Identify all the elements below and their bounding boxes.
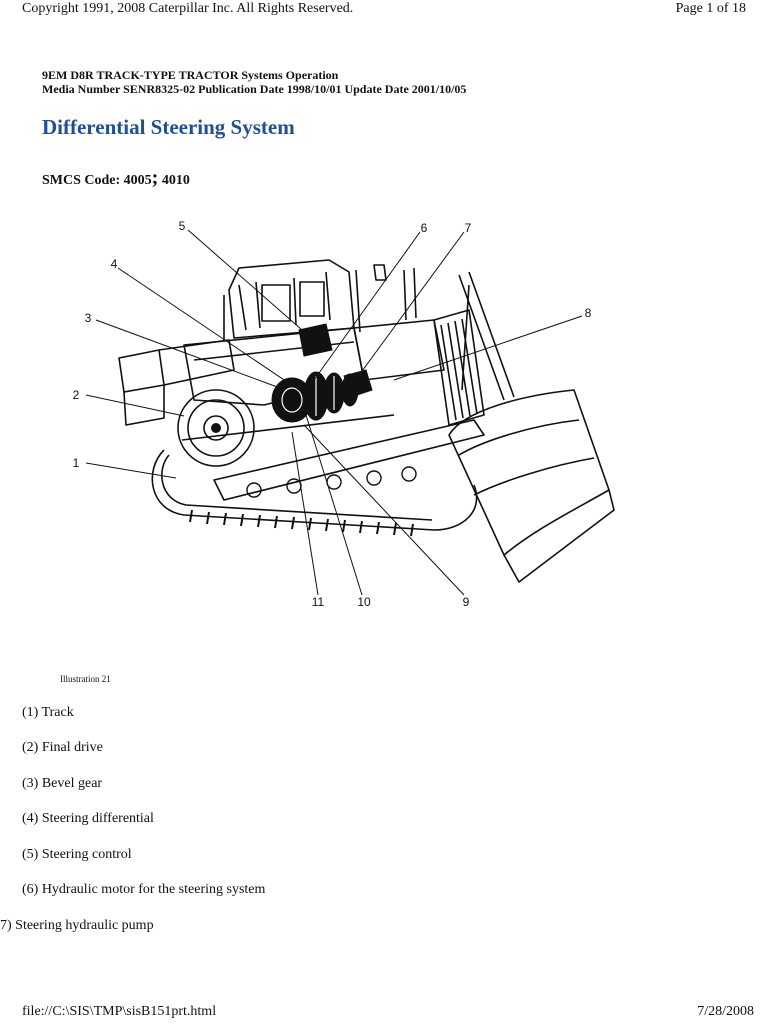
legend-item-2: (2) Final drive <box>22 740 103 755</box>
legend-item-6: (6) Hydraulic motor for the steering sys… <box>22 882 266 897</box>
smcs-code: SMCS Code: 4005; 4010 <box>42 167 190 190</box>
meta-line-2: Media Number SENR8325-02 Publication Dat… <box>42 82 467 96</box>
callout-1: 1 <box>73 456 80 470</box>
callout-11: 11 <box>312 595 325 609</box>
document-meta: 9EM D8R TRACK-TYPE TRACTOR Systems Opera… <box>42 68 466 96</box>
callout-2: 2 <box>73 388 80 402</box>
smcs-code-2: 4010 <box>161 173 190 188</box>
callout-3: 3 <box>85 311 92 325</box>
meta-line-1: 9EM D8R TRACK-TYPE TRACTOR Systems Opera… <box>42 68 339 82</box>
callout-4: 4 <box>111 257 118 271</box>
legend-item-5: (5) Steering control <box>22 847 132 862</box>
callout-5: 5 <box>179 219 186 233</box>
illustration-caption: Illustration 21 <box>60 674 111 684</box>
callout-8: 8 <box>585 306 592 320</box>
callout-6: 6 <box>421 221 428 235</box>
smcs-separator: ; <box>151 167 159 189</box>
legend-item-3: (3) Bevel gear <box>22 776 103 791</box>
legend-item-4: (4) Steering differential <box>22 811 154 826</box>
file-path: file://C:\SIS\TMP\sisB151prt.html <box>22 1004 217 1019</box>
callout-9: 9 <box>463 595 470 609</box>
legend-item-7: 7) Steering hydraulic pump <box>0 918 154 933</box>
copyright-notice: Copyright 1991, 2008 Caterpillar Inc. Al… <box>22 1 354 16</box>
legend-item-1: (1) Track <box>22 705 74 720</box>
callout-7: 7 <box>465 221 472 235</box>
smcs-label: SMCS Code: 4005 <box>42 173 152 188</box>
page-number: Page 1 of 18 <box>675 1 746 16</box>
callout-10: 10 <box>357 595 371 609</box>
page-title: Differential Steering System <box>42 115 295 139</box>
print-date: 7/28/2008 <box>697 1004 754 1019</box>
tractor-illustration: 1 2 3 4 5 6 7 8 9 10 11 <box>73 219 615 609</box>
